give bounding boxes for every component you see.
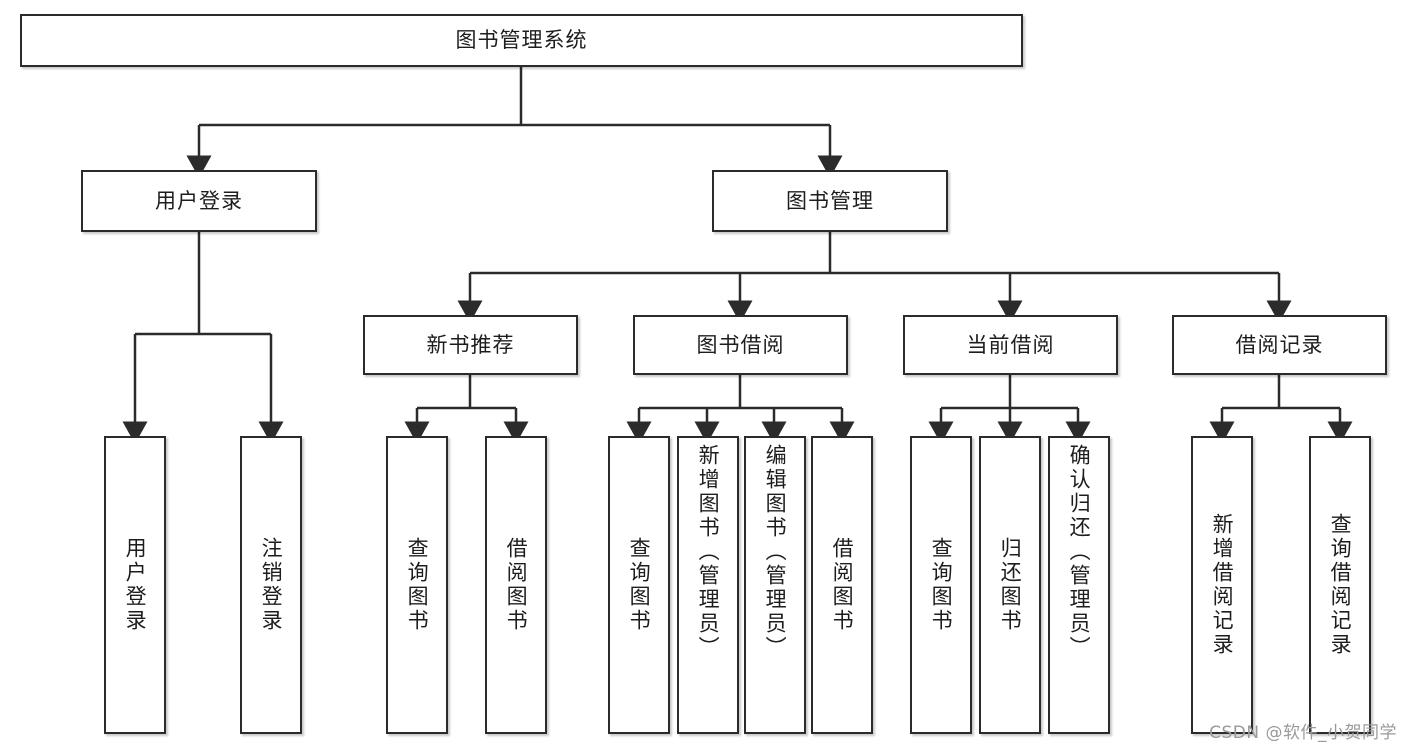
node-leaf-edit-book-admin[interactable]: 编辑图书（管理员） [744,436,806,734]
node-root-label: 图书管理系统 [455,28,588,53]
node-new-book-recommend[interactable]: 新书推荐 [363,315,578,375]
node-leaf-query-book-current-label: 查询图书 [929,537,954,633]
node-leaf-query-book-borrow[interactable]: 查询图书 [608,436,670,734]
node-book-borrow-label: 图书借阅 [696,332,785,357]
node-leaf-logout-label: 注销登录 [259,537,284,633]
node-leaf-query-book-recommend-label: 查询图书 [405,537,430,633]
node-leaf-confirm-return-admin[interactable]: 确认归还（管理员） [1048,436,1110,734]
node-leaf-add-borrow-record[interactable]: 新增借阅记录 [1191,436,1253,734]
node-leaf-return-book-label: 归还图书 [998,537,1023,633]
node-leaf-user-login[interactable]: 用户登录 [104,436,166,734]
node-book-borrow[interactable]: 图书借阅 [633,315,848,375]
node-user-login-label: 用户登录 [155,188,243,213]
node-leaf-add-book-admin[interactable]: 新增图书（管理员） [677,436,739,734]
node-leaf-add-book-admin-label: 新增图书（管理员） [696,444,721,660]
node-leaf-logout[interactable]: 注销登录 [240,436,302,734]
node-current-borrow-label: 当前借阅 [966,332,1055,357]
node-new-book-recommend-label: 新书推荐 [426,332,515,357]
node-book-management[interactable]: 图书管理 [712,170,948,232]
node-user-login[interactable]: 用户登录 [81,170,317,232]
node-leaf-borrow-book-recommend-label: 借阅图书 [504,537,529,633]
node-leaf-confirm-return-admin-label: 确认归还（管理员） [1067,444,1092,660]
node-leaf-query-book-current[interactable]: 查询图书 [910,436,972,734]
node-leaf-query-book-recommend[interactable]: 查询图书 [386,436,448,734]
node-leaf-query-borrow-record-label: 查询借阅记录 [1328,513,1353,657]
node-leaf-query-borrow-record[interactable]: 查询借阅记录 [1309,436,1371,734]
node-leaf-return-book[interactable]: 归还图书 [979,436,1041,734]
node-leaf-edit-book-admin-label: 编辑图书（管理员） [763,444,788,660]
node-leaf-borrow-book-recommend[interactable]: 借阅图书 [485,436,547,734]
node-leaf-add-borrow-record-label: 新增借阅记录 [1210,513,1235,657]
node-borrow-record-label: 借阅记录 [1235,332,1324,357]
node-book-management-label: 图书管理 [786,188,874,213]
node-current-borrow[interactable]: 当前借阅 [903,315,1118,375]
node-leaf-borrow-book-label: 借阅图书 [830,537,855,633]
node-leaf-query-book-borrow-label: 查询图书 [627,537,652,633]
node-root-book-management-system[interactable]: 图书管理系统 [20,14,1023,67]
node-borrow-record[interactable]: 借阅记录 [1172,315,1387,375]
node-leaf-borrow-book[interactable]: 借阅图书 [811,436,873,734]
watermark-text: CSDN @软件_小贺同学 [1209,723,1397,743]
node-leaf-user-login-label: 用户登录 [123,537,148,633]
